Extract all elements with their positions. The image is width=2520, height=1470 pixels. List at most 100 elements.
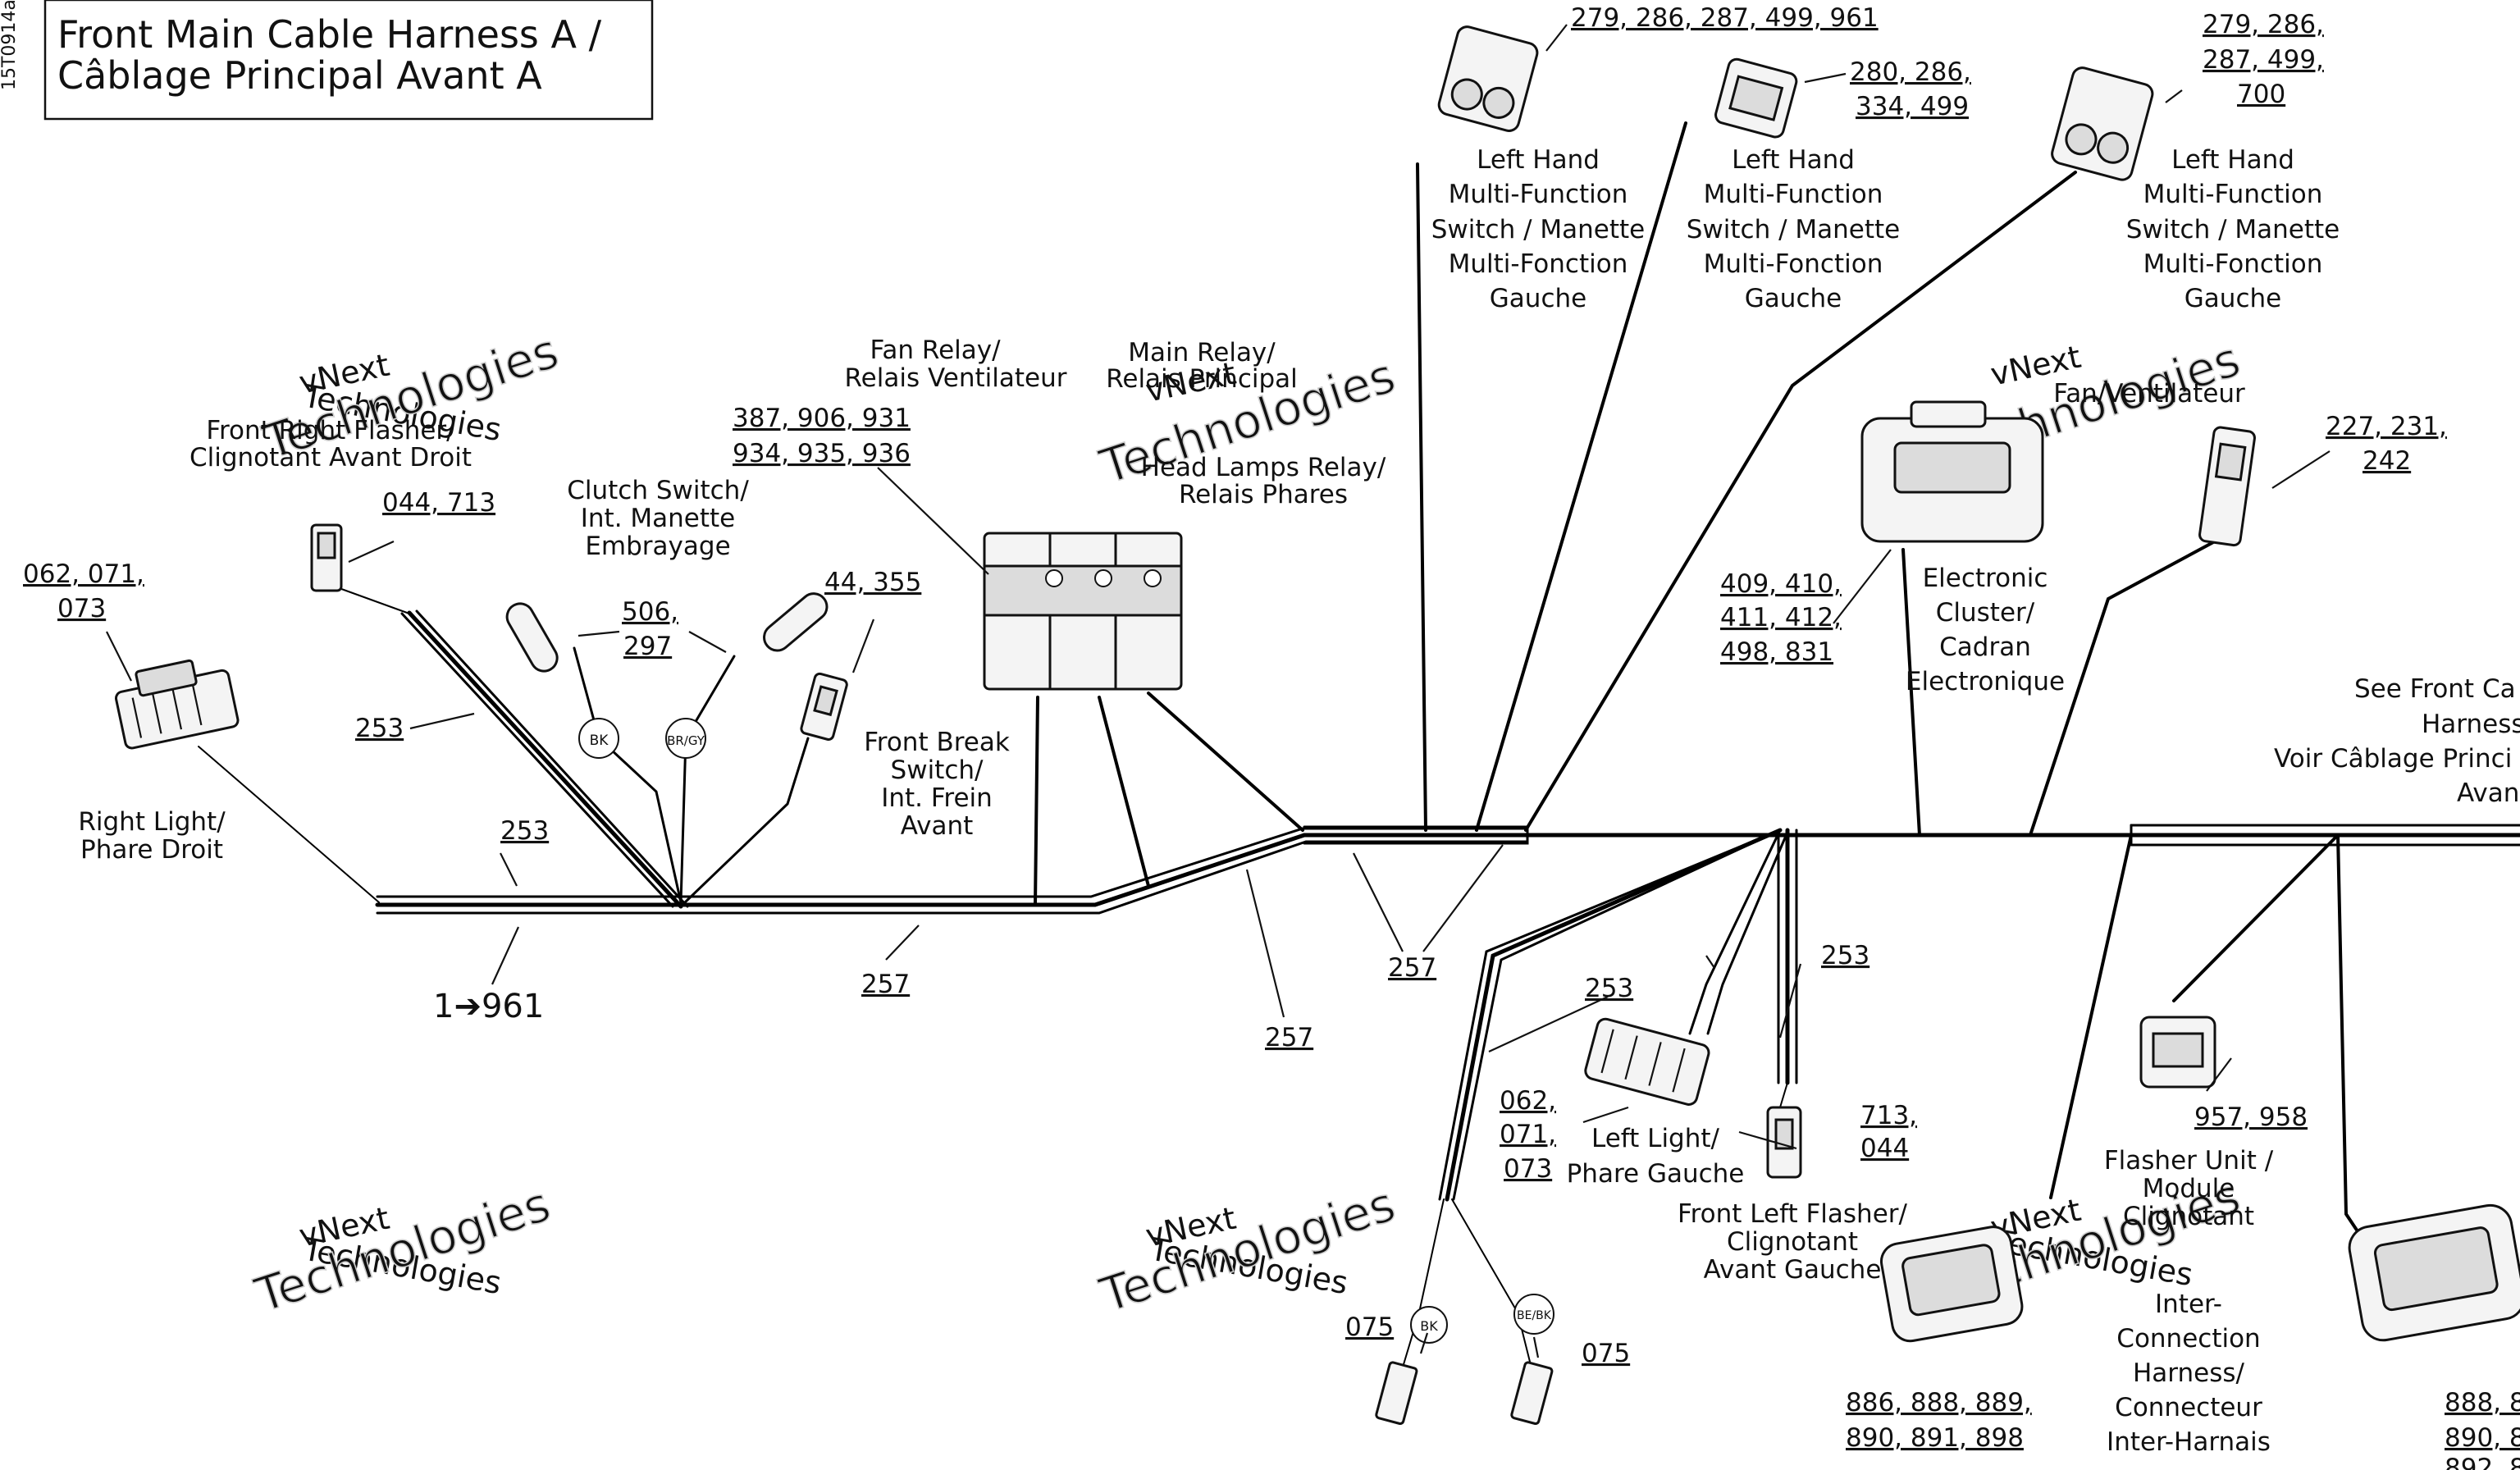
cluster-ref-1: 409, 410, — [1720, 569, 1842, 599]
front-right-flasher-label-1: Front Right Flasher/ — [206, 416, 455, 445]
side-code: 15T0914a — [0, 0, 20, 90]
left-light-ref-1: 062, — [1500, 1086, 1556, 1116]
see-front-label-3: Voir Câblage Princi — [2274, 744, 2512, 774]
lh-switch-2-label-2: Multi-Function — [1704, 180, 1883, 209]
front-left-flasher-label-2: Clignotant — [1727, 1227, 1858, 1257]
flasher-unit-label-1: Flasher Unit / — [2104, 1146, 2274, 1176]
clutch-tag-brgy: BR/GY — [667, 733, 705, 748]
clutch-switch-label-1: Clutch Switch/ — [567, 476, 749, 505]
head-lamps-label-2: Relais Phares — [1179, 480, 1348, 509]
front-break-ref: 44, 355 — [824, 568, 921, 597]
interconnection-right-ref-3: 892, 8 — [2445, 1454, 2520, 1470]
labels: 062, 071, 073 Right Light/ Phare Droit F… — [23, 3, 2520, 1470]
front-right-flasher-label-2: Clignotant Avant Droit — [189, 443, 472, 472]
left-light-label-1: Left Light/ — [1591, 1124, 1720, 1153]
harness-trunk — [375, 824, 2520, 915]
lh-switch-3-ref-1: 279, 286, — [2203, 10, 2324, 39]
clutch-tag-bk: BK — [590, 733, 609, 749]
lh-switch-3-label-3: Switch / Manette — [2126, 215, 2340, 244]
lh-switch-1-label-5: Gauche — [1490, 284, 1586, 313]
ground-tag-bk — [1410, 1306, 1448, 1344]
harness-ref-257-c: 257 — [1388, 953, 1436, 983]
front-left-flasher-connector — [1766, 1106, 1802, 1179]
ground-terminal-right — [1510, 1361, 1554, 1426]
fan-label: Fan/Ventilateur — [2053, 379, 2245, 409]
cluster-label-2: Cluster/ — [1936, 598, 2035, 628]
cluster-ref-2: 411, 412, — [1720, 603, 1842, 632]
title-box — [43, 0, 654, 121]
right-light-connector — [114, 659, 240, 750]
right-light-label-2: Phare Droit — [80, 835, 223, 865]
fan-ref-2: 242 — [2362, 446, 2411, 476]
front-break-label-2: Switch/ — [891, 756, 984, 785]
right-light-label-1: Right Light/ — [78, 807, 226, 837]
interconnection-left-ref-2: 890, 891, 898 — [1846, 1423, 2024, 1453]
lh-switch-3-label-2: Multi-Function — [2143, 180, 2323, 209]
connectors: BK BR/GY — [114, 25, 2520, 1426]
front-left-flasher-ref-1: 713, — [1860, 1101, 1917, 1130]
left-light-label-2: Phare Gauche — [1567, 1159, 1745, 1189]
wire-tag-bk — [578, 718, 619, 759]
lh-switch-connector-3 — [2051, 66, 2154, 181]
front-break-label-4: Avant — [901, 811, 974, 841]
fan-connector — [2198, 426, 2256, 547]
fan-relay-label-1: Fan Relay/ — [870, 336, 1001, 365]
interconnection-label-5: Inter-Harnais — [2107, 1427, 2271, 1457]
lh-switch-2-label-4: Multi-Fonction — [1704, 249, 1883, 279]
main-relay-label-2: Relais Principal — [1106, 364, 1298, 394]
relay-block — [983, 532, 1183, 691]
clutch-switch-ref-1: 506, — [622, 597, 678, 627]
clutch-switch-ref-2: 297 — [623, 632, 672, 661]
fan-relay-label-2: Relais Ventilateur — [845, 363, 1067, 393]
fan-relay-ref-1: 387, 906, 931 — [733, 404, 911, 433]
lh-switch-connector-2 — [1714, 57, 1798, 139]
interconnection-label-3: Harness/ — [2133, 1358, 2245, 1388]
left-light-ref-3: 073 — [1504, 1154, 1552, 1184]
head-lamps-label-1: Head Lamps Relay/ — [1141, 453, 1386, 482]
cluster-label-1: Electronic — [1923, 564, 2048, 593]
ground-left-tag: BK — [1420, 1318, 1438, 1334]
title-line-1: Front Main Cable Harness A / — [57, 12, 602, 57]
lh-switch-2-ref-1: 280, 286, — [1850, 57, 1971, 87]
interconnection-connector-right — [2348, 1203, 2520, 1342]
cluster-label-4: Electronique — [1906, 667, 2065, 696]
front-right-flasher-ref: 044, 713 — [382, 488, 495, 518]
title-line-2: Câblage Principal Avant A — [57, 53, 542, 98]
clutch-switch-cylinder-1 — [505, 602, 559, 673]
clutch-switch-label-2: Int. Manette — [581, 504, 736, 533]
harness-ref-257-a: 257 — [861, 970, 910, 999]
front-right-flasher-connector — [310, 523, 343, 592]
see-front-label-2: Harness — [2422, 710, 2520, 739]
harness-ref-253-a: 253 — [355, 714, 404, 743]
interconnection-right-ref-1: 888, 8 — [2445, 1388, 2520, 1418]
lh-switch-1-label-3: Switch / Manette — [1431, 215, 1646, 244]
front-left-flasher-ref-2: 044 — [1860, 1134, 1909, 1163]
right-light-ref-2: 073 — [57, 594, 106, 623]
main-relay-label-1: Main Relay/ — [1128, 338, 1276, 368]
lh-switch-2-label-1: Left Hand — [1732, 145, 1855, 175]
front-left-flasher-label-3: Avant Gauche — [1704, 1255, 1882, 1285]
flasher-unit-ref: 957, 958 — [2194, 1102, 2308, 1132]
harness-ref-253-b: 253 — [500, 816, 549, 846]
see-front-label-1: See Front Ca — [2354, 674, 2516, 704]
lh-switch-3-label-4: Multi-Fonction — [2143, 249, 2323, 279]
flasher-unit-label-3: Clignotant — [2123, 1202, 2254, 1231]
lh-switch-3-ref-2: 287, 499, — [2203, 45, 2324, 75]
watermark-5c: Technologies — [1093, 1176, 1401, 1324]
harness-ref-257-b: 257 — [1265, 1023, 1313, 1052]
interconnection-label-1: Inter- — [2155, 1290, 2222, 1319]
see-front-label-4: Avan — [2457, 778, 2519, 808]
lh-switch-2-label-3: Switch / Manette — [1687, 215, 1901, 244]
lh-switch-1-label-4: Multi-Fonction — [1449, 249, 1628, 279]
lh-switch-3-label-1: Left Hand — [2171, 145, 2294, 175]
clutch-switch-cylinder-2 — [763, 592, 829, 652]
front-break-switch-connector — [800, 672, 848, 741]
ground-left-ref: 075 — [1345, 1312, 1394, 1342]
harness-ref-253-c: 253 — [1585, 974, 1633, 1003]
watermark-4c: Technologies — [248, 1176, 556, 1324]
interconnection-connector-left — [1879, 1226, 2024, 1343]
ground-tag-bebk — [1513, 1294, 1554, 1335]
cluster-ref-3: 498, 831 — [1720, 637, 1833, 667]
flasher-unit-label-2: Module — [2143, 1174, 2235, 1203]
